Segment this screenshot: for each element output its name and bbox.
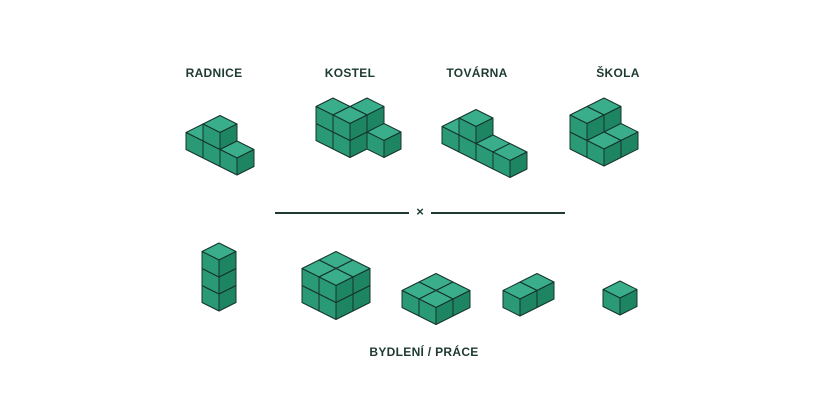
cube-right-face <box>519 290 538 317</box>
cube <box>418 290 454 325</box>
cube <box>201 242 237 278</box>
cube-right-face <box>218 251 237 278</box>
divider-multiply-sign: × <box>416 204 424 219</box>
shape-flat-square <box>401 273 471 325</box>
cube <box>586 131 622 167</box>
divider-line-left <box>275 212 409 214</box>
cube-right-face <box>383 131 402 158</box>
label-tovarna: TOVÁRNA <box>446 66 508 80</box>
cube <box>602 280 638 316</box>
cube <box>332 106 368 141</box>
shape-pair <box>502 273 555 317</box>
shape-column <box>201 242 237 312</box>
label-radnice: RADNICE <box>185 66 243 80</box>
cube-right-face <box>349 114 368 141</box>
label-skola: ŠKOLA <box>596 66 640 80</box>
cube-right-face <box>335 276 354 303</box>
cube-right-face <box>236 149 255 176</box>
divider-line-right <box>431 212 565 214</box>
cube <box>318 268 354 303</box>
label-kostel: KOSTEL <box>324 66 376 80</box>
cube-right-face <box>603 140 622 167</box>
cube <box>502 281 538 317</box>
cube <box>492 143 528 178</box>
label-bydleni-prace: BYDLENÍ / PRÁCE <box>369 345 479 359</box>
shape-skola <box>569 97 639 167</box>
shape-single <box>602 280 638 316</box>
cube <box>366 123 402 158</box>
shape-tovarna <box>441 109 528 178</box>
cube-right-face <box>509 151 528 178</box>
cube-right-face <box>619 289 638 316</box>
cube-right-face <box>435 298 454 325</box>
shape-big-cube <box>301 251 371 320</box>
cube <box>219 140 255 176</box>
shape-radnice <box>185 115 255 176</box>
shape-kostel <box>315 97 402 158</box>
